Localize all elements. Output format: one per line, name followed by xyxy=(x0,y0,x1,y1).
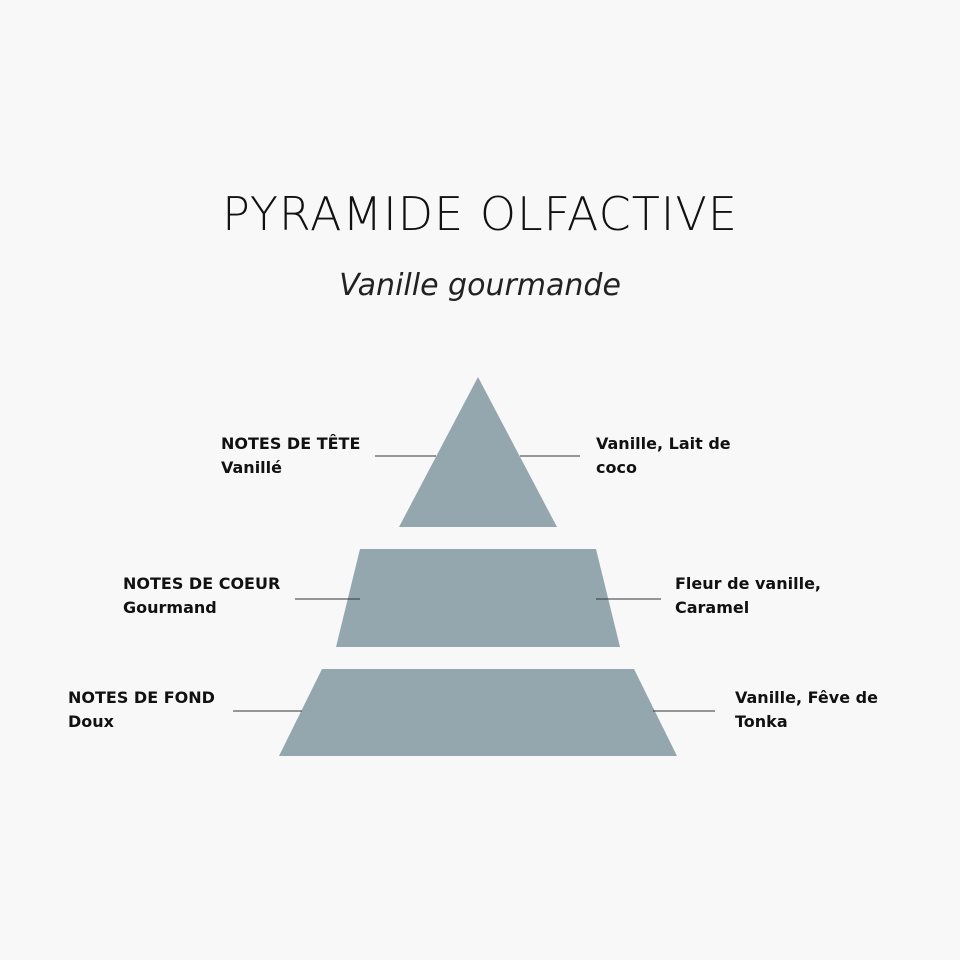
tier-top-right-label: Vanille, Lait de coco xyxy=(596,432,731,480)
page-subtitle: Vanille gourmande xyxy=(339,268,621,303)
tier-bottom-style: Doux xyxy=(68,712,114,731)
tier-middle-heading: NOTES DE COEUR xyxy=(123,574,281,593)
tier-middle-right-label: Fleur de vanille, Caramel xyxy=(675,572,821,620)
tier-middle-notes-line1: Fleur de vanille, xyxy=(675,574,821,593)
tier-middle-style: Gourmand xyxy=(123,598,217,617)
tier-bottom-notes-line2: Tonka xyxy=(735,712,788,731)
tier-bottom-left-label: NOTES DE FOND Doux xyxy=(68,686,215,734)
tier-bottom-right-label: Vanille, Fêve de Tonka xyxy=(735,686,878,734)
tier-middle-left-label: NOTES DE COEUR Gourmand xyxy=(123,572,280,620)
page-title: PYRAMIDE OLFACTIVE xyxy=(222,187,738,241)
tier-bottom-heading: NOTES DE FOND xyxy=(68,688,215,707)
tier-top-notes-line2: coco xyxy=(596,458,637,477)
tier-middle-notes-line2: Caramel xyxy=(675,598,750,617)
tier-top-notes-line1: Vanille, Lait de xyxy=(596,434,731,453)
pyramid-tier-top xyxy=(399,377,557,527)
tier-bottom-notes-line1: Vanille, Fêve de xyxy=(735,688,878,707)
pyramid-tier-middle xyxy=(336,549,620,647)
pyramid-tier-bottom xyxy=(279,669,677,756)
tier-top-heading: NOTES DE TÊTE xyxy=(221,434,361,453)
tier-top-left-label: NOTES DE TÊTE Vanillé xyxy=(221,432,360,480)
tier-top-style: Vanillé xyxy=(221,458,282,477)
